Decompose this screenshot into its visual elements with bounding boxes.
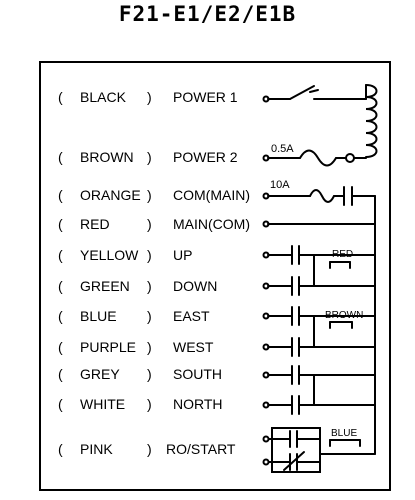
function-label: UP: [173, 247, 193, 263]
function-label: MAIN(COM): [173, 216, 250, 232]
function-label: RO/START: [166, 441, 236, 457]
interlock-blue-symbol: [329, 439, 361, 447]
close-paren: ): [147, 89, 152, 105]
wire-color-label: BLACK: [80, 89, 126, 105]
up-contact: [262, 245, 315, 265]
close-paren: ): [147, 187, 152, 203]
interlock-blue-label: BLUE: [331, 428, 357, 439]
transformer-coil-symbol: [365, 84, 378, 158]
function-label: DOWN: [173, 278, 218, 294]
wire-color-label: GREY: [80, 366, 120, 382]
wiring-diagram-frame: [39, 61, 391, 491]
close-paren: ): [147, 339, 152, 355]
close-paren: ): [147, 247, 152, 263]
start-relay-symbol: [262, 427, 376, 473]
interlock-brown-label: BROWN: [325, 310, 363, 321]
interlock-red-label: RED: [332, 249, 353, 260]
open-paren: (: [58, 278, 63, 294]
open-paren: (: [58, 149, 63, 165]
com-main-fuse-contact: [262, 186, 376, 206]
wire-color-label: RED: [80, 216, 110, 232]
function-label: COM(MAIN): [173, 187, 250, 203]
interlock-red-symbol: [329, 261, 351, 269]
open-paren: (: [58, 89, 63, 105]
wire-color-label: GREEN: [80, 278, 130, 294]
open-paren: (: [58, 366, 63, 382]
open-paren: (: [58, 187, 63, 203]
function-label: NORTH: [173, 396, 223, 412]
open-paren: (: [58, 216, 63, 232]
north-contact: [262, 395, 315, 415]
function-label: SOUTH: [173, 366, 222, 382]
fuse-power2-label: 0.5A: [271, 143, 294, 155]
close-paren: ): [147, 278, 152, 294]
function-label: POWER 2: [173, 149, 238, 165]
wire-color-label: ORANGE: [80, 187, 141, 203]
function-label: WEST: [173, 339, 214, 355]
down-contact: [262, 276, 315, 296]
wire-color-label: BLUE: [80, 308, 117, 324]
wire-color-label: PURPLE: [80, 339, 137, 355]
close-paren: ): [147, 308, 152, 324]
west-contact: [262, 337, 315, 357]
wire-color-label: WHITE: [80, 396, 126, 412]
wire-color-label: YELLOW: [80, 247, 139, 263]
diagram-title: F21-E1/E2/E1B: [118, 2, 297, 26]
east-contact: [262, 306, 315, 326]
function-label: POWER 1: [173, 89, 238, 105]
wire-color-label: BROWN: [80, 149, 134, 165]
close-paren: ): [147, 441, 152, 457]
open-paren: (: [58, 308, 63, 324]
open-paren: (: [58, 396, 63, 412]
wire-color-label: PINK: [80, 441, 113, 457]
interlock-brown-symbol: [329, 321, 353, 329]
main-com-line: [262, 220, 376, 228]
close-paren: ): [147, 366, 152, 382]
close-paren: ): [147, 149, 152, 165]
south-contact: [262, 365, 315, 385]
function-label: EAST: [173, 308, 210, 324]
open-paren: (: [58, 339, 63, 355]
open-paren: (: [58, 247, 63, 263]
close-paren: ): [147, 396, 152, 412]
open-paren: (: [58, 441, 63, 457]
close-paren: ): [147, 216, 152, 232]
power1-switch-symbol: [262, 84, 367, 103]
fuse-com-label: 10A: [270, 179, 290, 191]
power2-fuse-symbol: [262, 149, 367, 167]
